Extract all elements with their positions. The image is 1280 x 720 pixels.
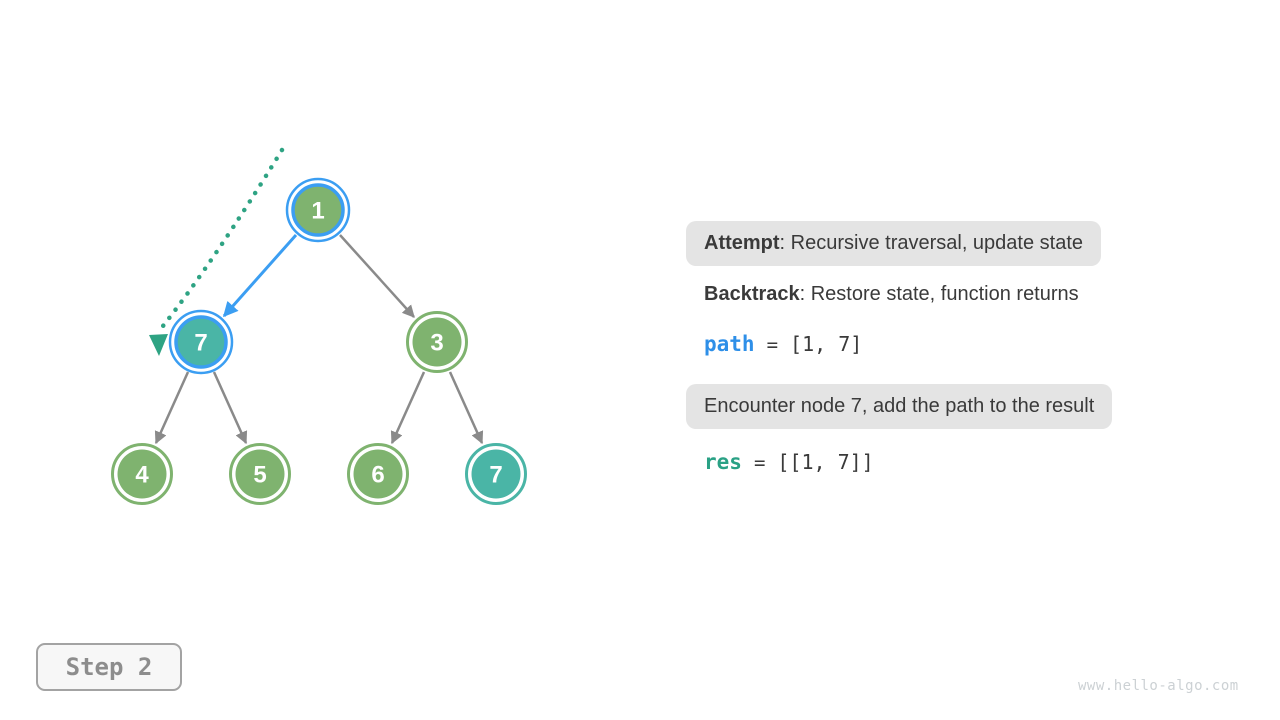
tree-node-3: 3 xyxy=(406,311,468,373)
node-value: 1 xyxy=(311,198,324,225)
watermark: www.hello-algo.com xyxy=(1078,678,1239,694)
node-value: 4 xyxy=(135,462,149,489)
encounter-label: Encounter node 7, add the path to the re… xyxy=(686,384,1113,429)
path-state-line: path = [1, 7] xyxy=(704,332,862,356)
equals-sign: = xyxy=(753,452,766,474)
path-variable: path xyxy=(704,332,755,356)
attempt-term: Attempt xyxy=(704,232,780,254)
edge-1-7 xyxy=(222,234,298,318)
attempt-label: Attempt: Recursive traversal, update sta… xyxy=(686,221,1102,266)
backtrack-term: Backtrack xyxy=(704,283,800,305)
backtrack-text: : Restore state, function returns xyxy=(799,283,1079,305)
node-value: 6 xyxy=(371,462,384,489)
node-value: 5 xyxy=(253,462,266,489)
equals-sign: = xyxy=(766,334,779,356)
path-value: [1, 7] xyxy=(790,332,863,356)
tree-node-5: 5 xyxy=(229,443,291,505)
tree-node-1: 1 xyxy=(285,177,351,243)
edge-7-4 xyxy=(154,371,190,445)
edge-3-7 xyxy=(448,371,484,445)
attempt-text: : Recursive traversal, update state xyxy=(779,232,1084,254)
step-badge: Step 2 xyxy=(36,643,182,691)
tree-node-6: 6 xyxy=(347,443,409,505)
backtrack-dotted-curve xyxy=(160,147,285,329)
edge-7-5 xyxy=(212,371,248,445)
edge-1-3 xyxy=(339,234,415,318)
backtrack-arrowhead-icon xyxy=(149,334,168,356)
tree-node-7-left: 7 xyxy=(168,309,234,375)
res-value: [[1, 7]] xyxy=(777,450,874,474)
tree-node-4: 4 xyxy=(111,443,173,505)
node-value: 7 xyxy=(194,330,207,357)
backtrack-label: Backtrack: Restore state, function retur… xyxy=(704,283,1079,306)
encounter-text: Encounter node 7, add the path to the re… xyxy=(704,395,1095,417)
res-variable: res xyxy=(704,450,742,474)
node-value: 7 xyxy=(489,462,502,489)
res-state-line: res = [[1, 7]] xyxy=(704,450,874,474)
binary-tree-diagram: 1 7 3 4 5 6 xyxy=(111,147,527,505)
node-value: 3 xyxy=(430,330,443,357)
edge-3-6 xyxy=(390,371,426,445)
tree-node-7-leaf: 7 xyxy=(465,443,527,505)
